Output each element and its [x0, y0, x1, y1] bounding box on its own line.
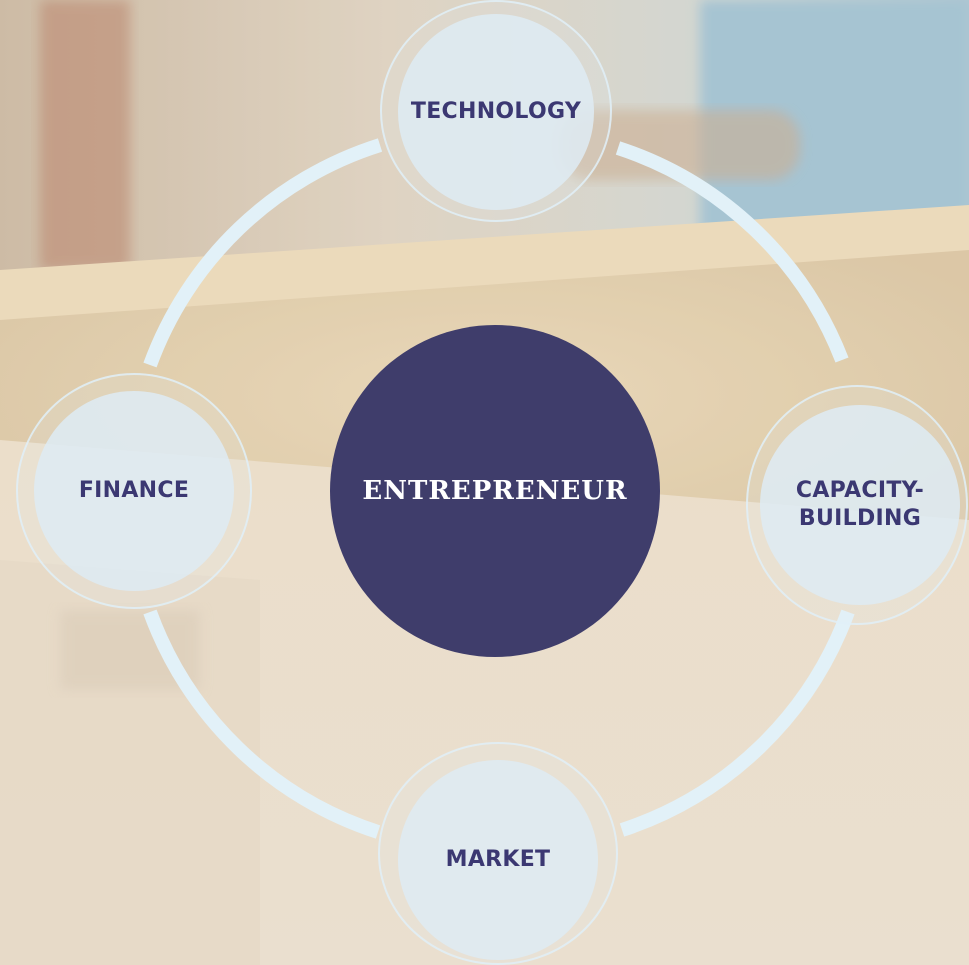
ring-arc-market-finance	[143, 609, 381, 839]
ring-arc-technology-capacity	[615, 141, 849, 363]
node-technology-label: TECHNOLOGY	[410, 99, 582, 124]
node-technology: TECHNOLOGY	[380, 0, 612, 222]
center-node-entrepreneur: ENTREPRENEUR	[330, 325, 660, 657]
node-finance: FINANCE	[16, 373, 252, 609]
node-finance-circle: FINANCE	[34, 391, 234, 591]
node-market-circle: MARKET	[398, 760, 598, 960]
node-capacity-building-circle: CAPACITY- BUILDING	[760, 405, 960, 605]
center-label: ENTREPRENEUR	[362, 476, 628, 506]
node-market: MARKET	[378, 742, 618, 965]
node-capacity-building: CAPACITY- BUILDING	[746, 385, 968, 625]
ring-arc-finance-technology	[143, 138, 383, 368]
node-finance-label: FINANCE	[78, 478, 190, 503]
ring-arc-capacity-market	[619, 609, 855, 837]
node-market-label: MARKET	[445, 847, 551, 872]
node-technology-circle: TECHNOLOGY	[398, 14, 594, 210]
node-capacity-building-label: CAPACITY- BUILDING	[795, 478, 925, 531]
